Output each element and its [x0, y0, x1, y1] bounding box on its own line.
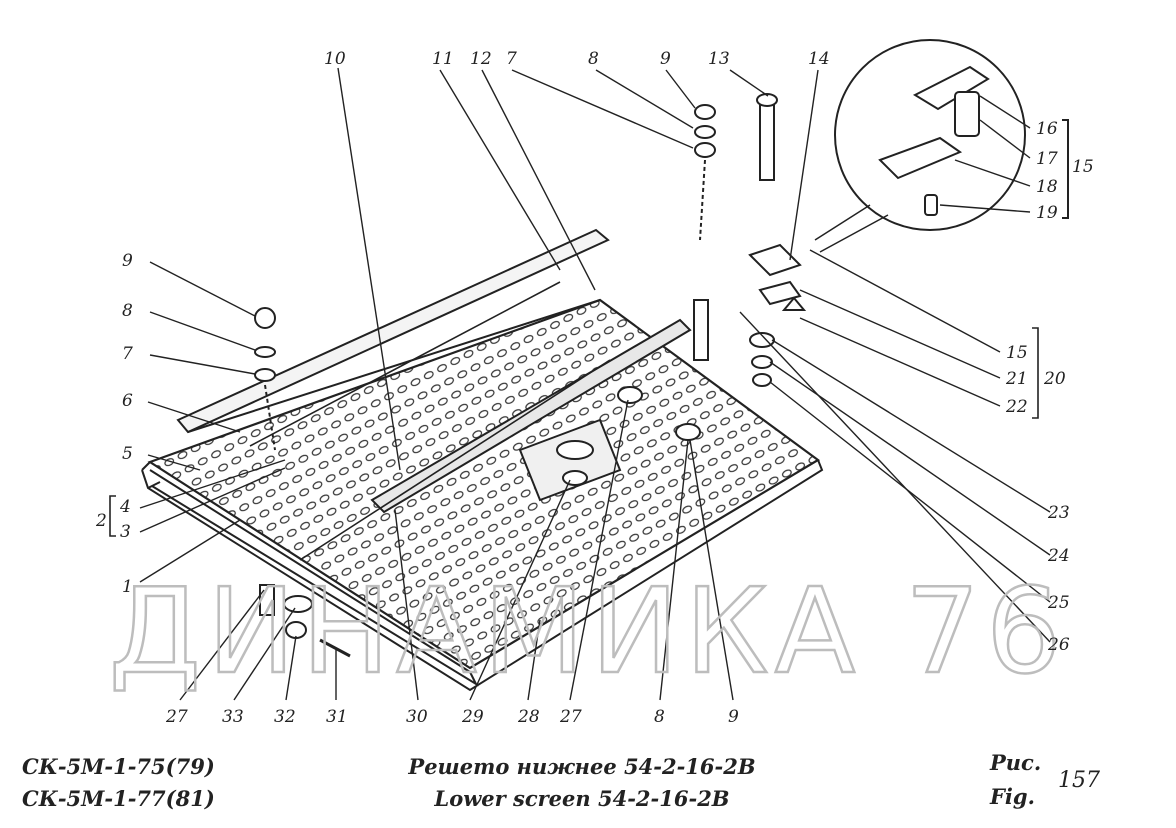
figure-number: 157: [1058, 768, 1100, 793]
leader-lines: [139, 67, 1051, 701]
fig-label-ru: Рис.: [990, 750, 1042, 775]
callout-21: 21: [1005, 369, 1028, 389]
callout-30: 30: [406, 707, 428, 727]
screen-frame: [141, 228, 824, 692]
callout-25: 25: [1047, 593, 1070, 613]
washer-8-top: [694, 125, 716, 139]
nut-9-top: [694, 104, 716, 120]
callout-32: 32: [274, 707, 296, 727]
callout-15-detail: 15: [1072, 157, 1094, 177]
callout-19: 19: [1036, 203, 1058, 223]
callout-15: 15: [1006, 343, 1028, 363]
hardware: [254, 93, 807, 658]
figure-title-en: Lower screen 54-2-16-2В: [434, 786, 730, 811]
callout-10: 10: [324, 49, 346, 69]
washer-33: [283, 595, 313, 613]
bolt-right: [693, 299, 709, 361]
callout-26: 26: [1047, 635, 1070, 655]
washer-8-left: [254, 346, 276, 358]
callout-20: 20: [1043, 369, 1066, 389]
model-code-2: СК-5М-1-77(81): [22, 786, 215, 811]
callout-23: 23: [1047, 503, 1070, 523]
callout-18: 18: [1036, 177, 1058, 197]
callout-8-top: 8: [588, 49, 599, 69]
callout-8-bottom: 8: [654, 707, 665, 727]
bolt-27: [259, 584, 275, 616]
bolt-13: [759, 99, 775, 181]
callout-27-left: 27: [165, 707, 188, 727]
callout-2: 2: [95, 511, 107, 531]
callout-13: 13: [708, 49, 730, 69]
callout-9-left: 9: [122, 251, 133, 271]
group-brackets: [109, 327, 1039, 537]
model-code-1: СК-5М-1-75(79): [22, 754, 215, 779]
figure-title-ru: Решето нижнее 54-2-16-2В: [408, 754, 756, 779]
callout-1: 1: [122, 577, 133, 597]
callout-9-top: 9: [660, 49, 671, 69]
callout-16: 16: [1036, 119, 1058, 139]
callout-14: 14: [808, 49, 830, 69]
callout-24: 24: [1047, 546, 1070, 566]
callout-12: 12: [470, 49, 492, 69]
callout-9-bottom: 9: [728, 707, 739, 727]
fig-label-en: Fig.: [990, 784, 1035, 809]
callout-7-left: 7: [122, 344, 133, 364]
callout-6: 6: [122, 391, 133, 411]
callout-4: 4: [119, 497, 131, 517]
callout-11: 11: [432, 49, 454, 69]
washer-7-left: [254, 368, 276, 382]
callout-22: 22: [1005, 397, 1028, 417]
detail-inset-15: [814, 39, 1069, 253]
washer-7-top: [694, 142, 716, 158]
callout-17: 17: [1036, 149, 1058, 169]
nut-9-left: [254, 307, 276, 329]
callout-27-mid: 27: [559, 707, 582, 727]
callout-7-top: 7: [506, 49, 517, 69]
pin-31: [319, 638, 351, 658]
watermark-text: ДИНАМИКА 76: [109, 562, 1067, 700]
callout-3: 3: [120, 522, 131, 542]
callout-33: 33: [222, 707, 244, 727]
callout-8-left: 8: [122, 301, 133, 321]
callout-29: 29: [461, 707, 484, 727]
callout-31: 31: [326, 707, 348, 727]
callout-5: 5: [122, 444, 133, 464]
callout-28: 28: [517, 707, 540, 727]
callout-labels: 9 8 7 6 5 4 2 3 1 10 11 12 7 8 9 13 14 1…: [95, 49, 1094, 727]
